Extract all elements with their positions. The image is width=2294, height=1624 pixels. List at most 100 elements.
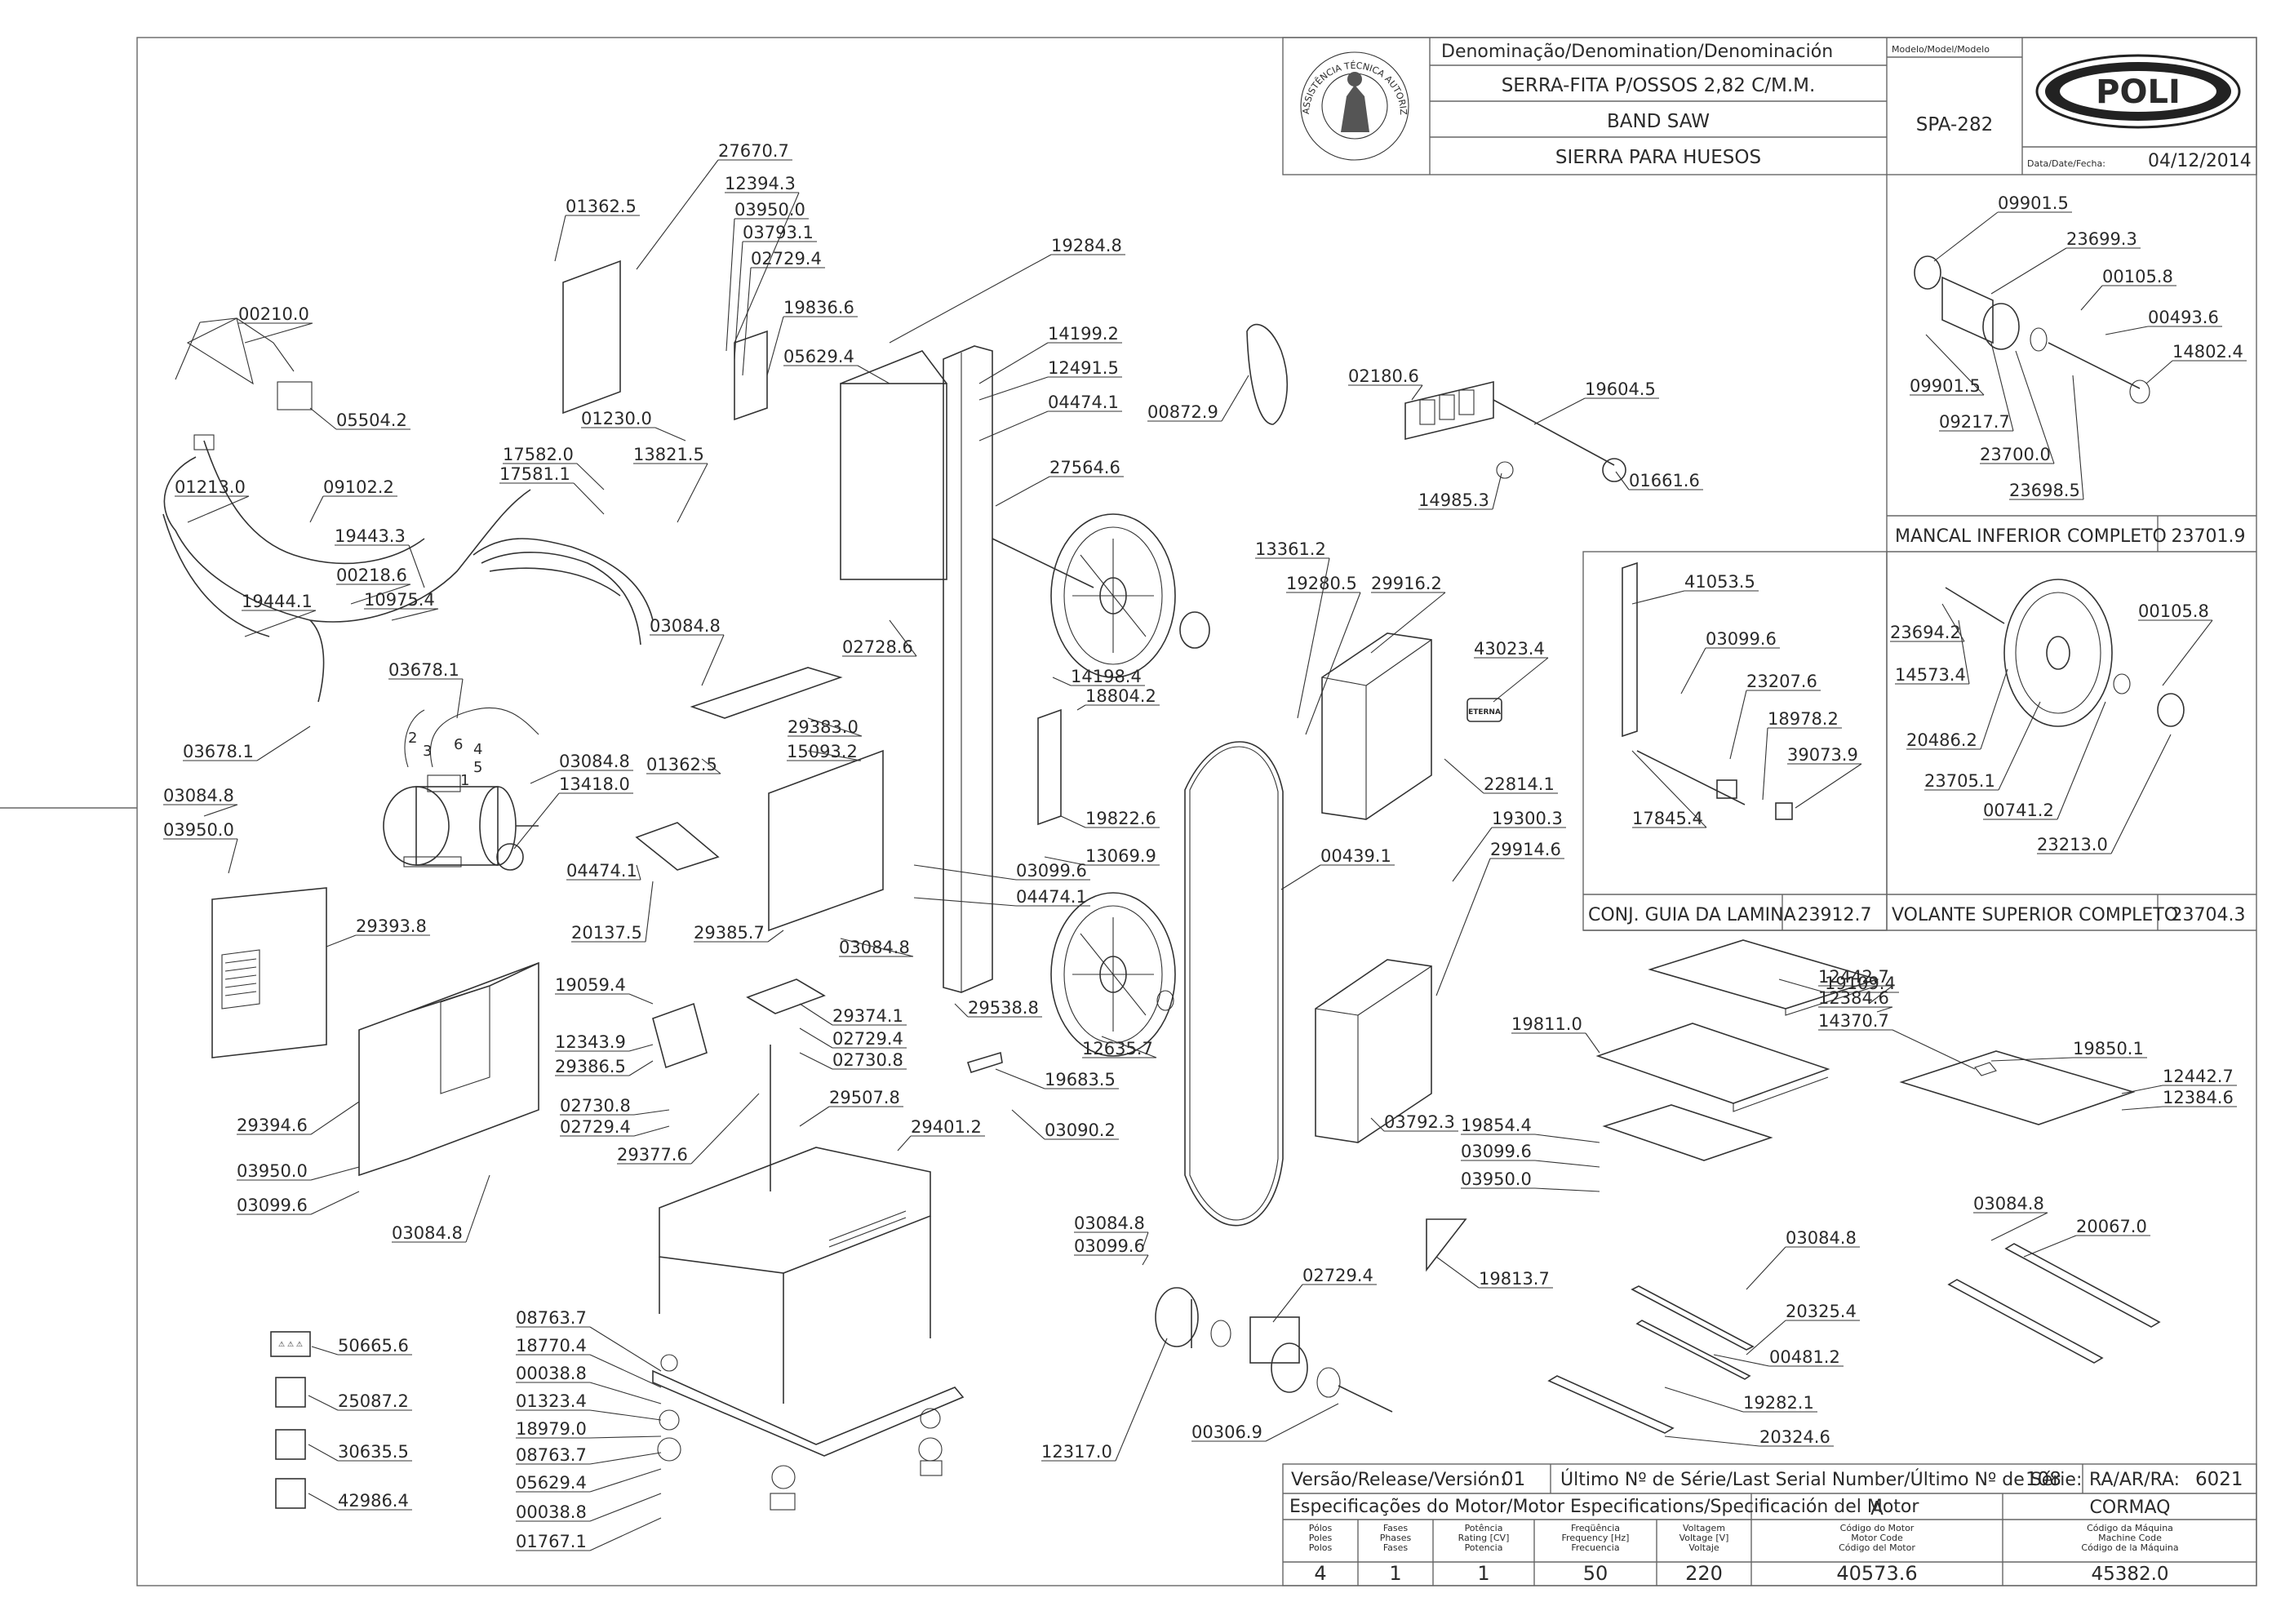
leader-line bbox=[633, 1125, 670, 1137]
part-number-label: 03090.2 bbox=[1045, 1120, 1116, 1140]
leader-line bbox=[1142, 1254, 1149, 1266]
leader-line bbox=[840, 938, 914, 957]
leader-line bbox=[589, 1468, 662, 1493]
leader-line bbox=[513, 792, 560, 850]
leader-line bbox=[889, 619, 917, 657]
part-number-label: 12635.7 bbox=[1082, 1039, 1153, 1058]
leader-line bbox=[1664, 1387, 1744, 1413]
leader-line bbox=[857, 365, 890, 384]
leader-line bbox=[1990, 247, 2067, 295]
leader-line bbox=[701, 634, 725, 686]
part-number-label: 29386.5 bbox=[555, 1057, 626, 1076]
leader-line bbox=[1990, 342, 2014, 432]
part-number-label: 12442.7 bbox=[2163, 1067, 2234, 1086]
denomination-header: Denominação/Denomination/Denominación bbox=[1441, 42, 1833, 62]
part-number-label: 23207.6 bbox=[1746, 672, 1817, 691]
part-number-label: 01213.0 bbox=[175, 477, 246, 497]
spec-header: Poles bbox=[1309, 1533, 1333, 1543]
leader-line bbox=[995, 1068, 1045, 1089]
leader-line bbox=[2015, 350, 2055, 464]
spec-header: Frecuencia bbox=[1571, 1542, 1619, 1553]
leader-line bbox=[1876, 1006, 1893, 1013]
leader-line bbox=[1933, 211, 1999, 262]
part-number-label: 02729.4 bbox=[1302, 1266, 1373, 1285]
part-number-label: 17582.0 bbox=[503, 445, 574, 464]
leader-line bbox=[1411, 384, 1423, 401]
spec-header: Machine Code bbox=[2098, 1533, 2162, 1543]
part-number-label: 00439.1 bbox=[1320, 846, 1391, 866]
leader-line bbox=[589, 1435, 662, 1439]
part-number-label: 03084.8 bbox=[1786, 1228, 1857, 1248]
part-number-label: 03950.0 bbox=[734, 200, 805, 220]
part-number-label: 03950.0 bbox=[237, 1161, 308, 1181]
part-number-label: 03793.1 bbox=[743, 223, 814, 242]
detail-blade-guide bbox=[1622, 561, 1793, 820]
spec-header: Voltaje bbox=[1688, 1542, 1719, 1553]
part-number-label: 19109.4 bbox=[1825, 974, 1896, 993]
leader-line bbox=[1778, 978, 1826, 993]
serial-label: Último Nº de Série/Last Serial Number/Úl… bbox=[1560, 1469, 2082, 1490]
leader-line bbox=[1958, 619, 1970, 685]
part-number-label: 18978.2 bbox=[1768, 709, 1839, 729]
leader-line bbox=[954, 1003, 969, 1018]
leader-line bbox=[310, 1101, 360, 1135]
part-number-label: 13821.5 bbox=[633, 445, 704, 464]
part-number-label: 03950.0 bbox=[163, 820, 234, 840]
leader-line bbox=[309, 407, 337, 430]
detail-upper-wheel bbox=[1945, 579, 2185, 727]
leader-line bbox=[203, 804, 238, 817]
part-number-label: 12343.9 bbox=[555, 1032, 626, 1052]
spec-header: Fases bbox=[1383, 1542, 1409, 1553]
part-number-label: 03084.8 bbox=[1074, 1214, 1145, 1233]
leader-line bbox=[1534, 1134, 1600, 1143]
part-number-label: 13418.0 bbox=[559, 774, 630, 794]
spec-value: 45382.0 bbox=[2091, 1564, 2168, 1585]
leader-line bbox=[1297, 557, 1330, 719]
spec-header: Potência bbox=[1465, 1523, 1503, 1533]
spec-header: Pólos bbox=[1309, 1523, 1333, 1533]
leader-line bbox=[456, 678, 464, 719]
detail-lower-bearing bbox=[1914, 255, 2150, 404]
part-number-label: 03099.6 bbox=[1461, 1142, 1532, 1161]
part-number-label: 14370.7 bbox=[1818, 1011, 1889, 1031]
part-number-label: 20325.4 bbox=[1786, 1302, 1857, 1321]
part-number-label: 02728.6 bbox=[842, 637, 913, 657]
svg-text:POLI: POLI bbox=[2096, 73, 2181, 111]
part-number-label: 18804.2 bbox=[1085, 686, 1156, 706]
leader-line bbox=[2072, 375, 2084, 500]
part-number-label: 18770.4 bbox=[516, 1336, 587, 1356]
upper-wheel-label: VOLANTE SUPERIOR COMPLETO bbox=[1892, 905, 2178, 925]
part-number-label: 29393.8 bbox=[356, 916, 427, 936]
part-number-label: 19443.3 bbox=[335, 526, 406, 546]
leader-line bbox=[2145, 360, 2173, 384]
part-number-labels: 27670.701362.512394.303950.003793.102729… bbox=[163, 141, 2247, 1551]
part-number-label: 29377.6 bbox=[617, 1145, 688, 1165]
leader-line bbox=[1265, 1403, 1339, 1442]
leader-line bbox=[326, 934, 357, 947]
leader-line bbox=[1615, 471, 1630, 490]
part-number-label: 29914.6 bbox=[1490, 840, 1561, 859]
part-number-label: 12491.5 bbox=[1048, 358, 1119, 378]
decal-boxes: ⚠ ⚠ ⚠ bbox=[270, 1331, 311, 1509]
part-number-label: 00306.9 bbox=[1191, 1422, 1262, 1442]
leader-line bbox=[978, 342, 1049, 384]
part-number-label: 20137.5 bbox=[571, 923, 642, 943]
part-number-label: 19850.1 bbox=[2073, 1039, 2144, 1058]
leader-line bbox=[589, 1326, 662, 1372]
spec-value: 50 bbox=[1583, 1562, 1608, 1585]
part-number-label: 03792.3 bbox=[1384, 1112, 1455, 1132]
part-number-label: 05504.2 bbox=[336, 410, 407, 430]
svg-text:ETERNA: ETERNA bbox=[1468, 708, 1501, 717]
spec-header: Motor Code bbox=[1851, 1533, 1903, 1543]
part-number-label: 03084.8 bbox=[392, 1223, 463, 1243]
part-number-label: 00105.8 bbox=[2138, 601, 2209, 621]
leader-line bbox=[228, 838, 238, 874]
part-number-label: 05629.4 bbox=[516, 1473, 587, 1493]
spec-header: Código de la Máquina bbox=[2081, 1542, 2178, 1553]
leader-line bbox=[1534, 1187, 1600, 1192]
part-number-label: 43023.4 bbox=[1474, 639, 1545, 659]
leader-line bbox=[530, 770, 560, 784]
leader-line bbox=[1452, 827, 1493, 882]
motor-spec-columns: PólosPolesPolos4FasesPhasesFases1Potênci… bbox=[1309, 1523, 2179, 1585]
leader-line bbox=[1370, 592, 1446, 654]
